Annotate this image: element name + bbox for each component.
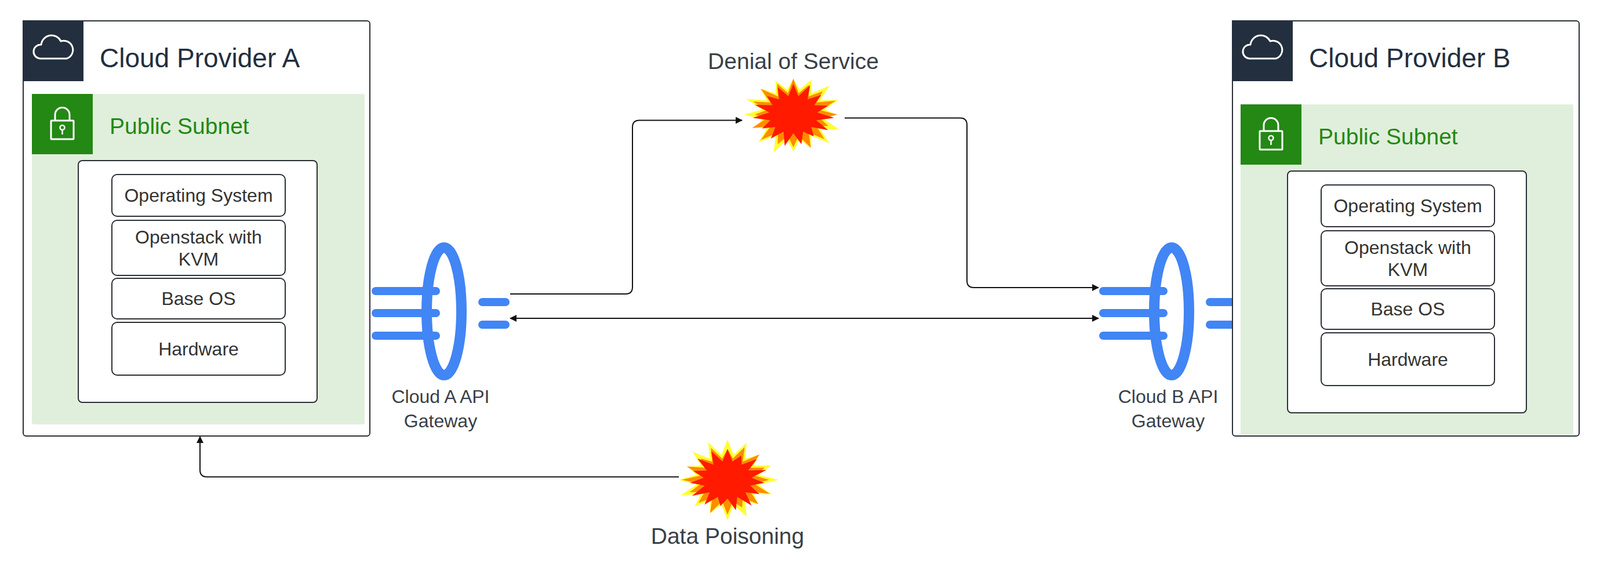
subnet-node: Public SubnetOperating SystemOpenstack w… <box>31 93 365 425</box>
host-frame: Operating SystemOpenstack with KVM Base O… <box>77 160 318 403</box>
cloud-badge <box>1231 20 1293 82</box>
explosion-icon <box>742 73 845 156</box>
connector <box>510 317 1099 319</box>
cloud-title: Cloud Provider B <box>1308 42 1511 74</box>
layer-label: Hardware <box>1367 348 1449 371</box>
host-frame: Operating SystemOpenstack with KVM Base O… <box>1286 170 1527 414</box>
cloud-badge <box>22 20 84 82</box>
lock-badge <box>1240 104 1302 165</box>
box-node: Openstack with KVM <box>111 219 286 276</box>
box-node: Hardware <box>1320 332 1496 387</box>
layer-label: Openstack with KVM <box>124 226 274 271</box>
box-node: Openstack with KVM <box>1320 230 1496 287</box>
layer-label: Operating System <box>1333 194 1482 217</box>
box-node: Hardware <box>111 321 286 376</box>
subnet-title: Public Subnet <box>1318 122 1458 151</box>
box-node: Operating System <box>1320 184 1496 228</box>
subnet-title: Public Subnet <box>109 112 250 141</box>
layer-label: Base OS <box>1370 297 1445 320</box>
box-node: Base OS <box>1320 288 1496 330</box>
gateway-label: Cloud A API Gateway <box>371 384 511 434</box>
boom-node: Denial of Service <box>742 73 845 156</box>
connector <box>844 118 1099 289</box>
gw-node: Cloud A API Gateway <box>371 240 511 427</box>
cloud-node: Cloud Provider B Public SubnetOperating S… <box>1231 20 1580 437</box>
box-node: Base OS <box>111 277 286 320</box>
api-gateway-icon <box>1098 240 1238 383</box>
layer-label: Openstack with KVM <box>1333 236 1483 281</box>
gw-node: Cloud B API Gateway <box>1098 240 1238 427</box>
layer-label: Base OS <box>161 287 236 310</box>
gateway-label: Cloud B API Gateway <box>1098 384 1238 434</box>
explosion-icon <box>676 438 779 521</box>
layer-label: Hardware <box>158 337 239 360</box>
cloud-node: Cloud Provider A Public SubnetOperating S… <box>22 20 371 437</box>
subnet-node: Public SubnetOperating SystemOpenstack w… <box>1240 104 1574 435</box>
layer-label: Operating System <box>124 184 273 207</box>
threat-label: Data Poisoning <box>651 522 805 550</box>
cloud-title: Cloud Provider A <box>99 42 300 74</box>
connector <box>200 436 679 478</box>
boom-node: Data Poisoning <box>676 438 779 521</box>
lock-badge <box>31 93 93 155</box>
threat-label: Denial of Service <box>707 48 879 75</box>
box-node: Operating System <box>111 173 286 217</box>
connector <box>510 120 743 295</box>
api-gateway-icon <box>371 240 511 383</box>
